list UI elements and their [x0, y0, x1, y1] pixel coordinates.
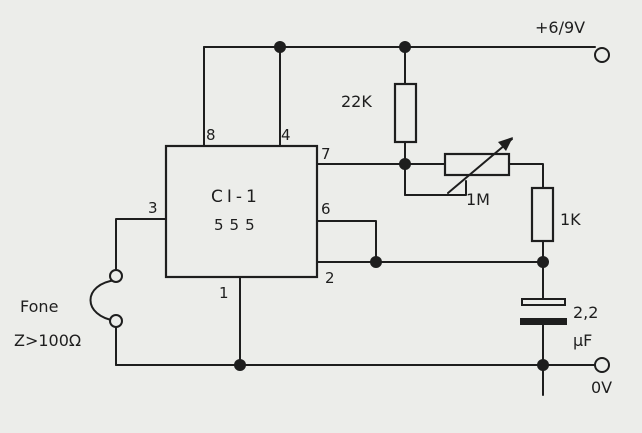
- ground-label: 0V: [591, 378, 612, 397]
- pin-4-label: 4: [281, 126, 291, 144]
- wires: [89, 46, 596, 396]
- pin-3-label: 3: [148, 199, 158, 217]
- supply-terminal: [594, 47, 610, 63]
- pin-7-label: 7: [321, 145, 331, 163]
- pin6-lead: [316, 220, 377, 263]
- resistor-1k-label: 1K: [560, 210, 581, 229]
- potentiometer-1m: [443, 152, 511, 177]
- junction-22k-rail: [399, 41, 411, 53]
- pin-8-label: 8: [206, 126, 216, 144]
- junction-cap-ground: [537, 359, 549, 371]
- junctions: [234, 41, 549, 371]
- phone-label: Fone: [20, 297, 58, 316]
- capacitor-bottom-plate: [520, 318, 567, 325]
- junction-pin1-ground: [234, 359, 246, 371]
- supply-label: +6/9V: [535, 18, 585, 37]
- pin-6-label: 6: [321, 200, 331, 218]
- pot-wiper-wire: [404, 180, 467, 196]
- resistor-1k: [530, 186, 555, 243]
- capacitor-unit-label: μF: [573, 331, 592, 350]
- junction-pin6-pin2: [370, 256, 382, 268]
- ic-body: [164, 144, 319, 279]
- phone-terminal-top: [109, 269, 123, 283]
- ic-type: 555: [214, 216, 261, 234]
- ground-terminal: [594, 357, 610, 373]
- potentiometer-arrow: [447, 138, 513, 194]
- potentiometer-arrowhead: [498, 137, 513, 151]
- pin3-lead: [115, 218, 167, 274]
- resistor-22k: [393, 82, 418, 144]
- potentiometer-label: 1M: [466, 190, 490, 209]
- junction-pin4-rail: [274, 41, 286, 53]
- pin-1-label: 1: [219, 284, 229, 302]
- capacitor-top-plate: [521, 298, 566, 306]
- pot-right-lead: [508, 163, 544, 189]
- junction-pin7: [399, 158, 411, 170]
- resistor-22k-label: 22K: [341, 92, 372, 111]
- ic-name: CI-1: [211, 187, 261, 207]
- capacitor-value-label: 2,2: [573, 303, 598, 322]
- phone-impedance-label: Z>100Ω: [14, 331, 81, 350]
- phone-terminal-bottom: [109, 314, 123, 328]
- pin-2-label: 2: [325, 269, 335, 287]
- junction-1k-cap: [537, 256, 549, 268]
- phone-loop: [89, 279, 117, 322]
